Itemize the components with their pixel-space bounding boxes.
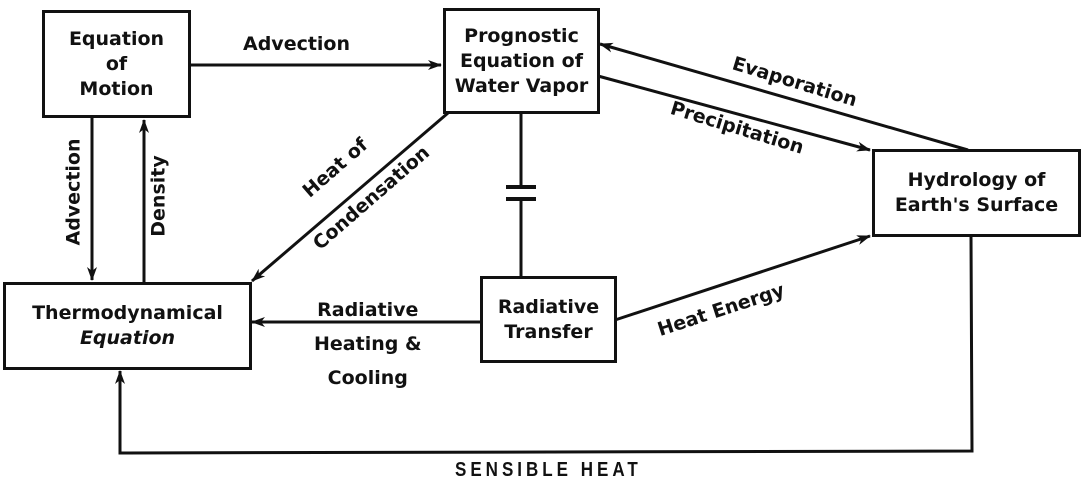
label-advection-top: Advection: [243, 33, 351, 55]
label-density: Density: [147, 155, 170, 237]
node-hydrology: Hydrology of Earth's Surface: [872, 149, 1081, 237]
edge-evaporation: [599, 42, 969, 152]
node-radiative-transfer: Radiative Transfer: [480, 276, 617, 363]
label-sensible-heat: SENSIBLE HEAT: [455, 458, 642, 481]
node-thermodynamical-equation: Thermodynamical Equation: [3, 282, 252, 370]
label-advection-down: Advection: [62, 138, 85, 246]
node-label: Prognostic Equation of Water Vapor: [454, 24, 589, 97]
node-water-vapor: Prognostic Equation of Water Vapor: [443, 8, 600, 114]
edge-sensible-heat: [115, 235, 974, 455]
edge-precipitation: [597, 74, 871, 152]
edge-heat-of-condensation: [251, 111, 449, 283]
node-label: Equation of Motion: [68, 27, 165, 100]
edge-heat-energy: [614, 234, 871, 322]
label-radiative-heating-cooling: Radiative Heating & Cooling: [314, 299, 422, 389]
node-equation-of-motion: Equation of Motion: [42, 10, 191, 118]
node-label: Hydrology of Earth's Surface: [894, 169, 1059, 216]
node-label: Equation: [79, 327, 176, 349]
node-label: Radiative Transfer: [497, 295, 600, 343]
node-label: Thermodynamical: [32, 302, 223, 324]
